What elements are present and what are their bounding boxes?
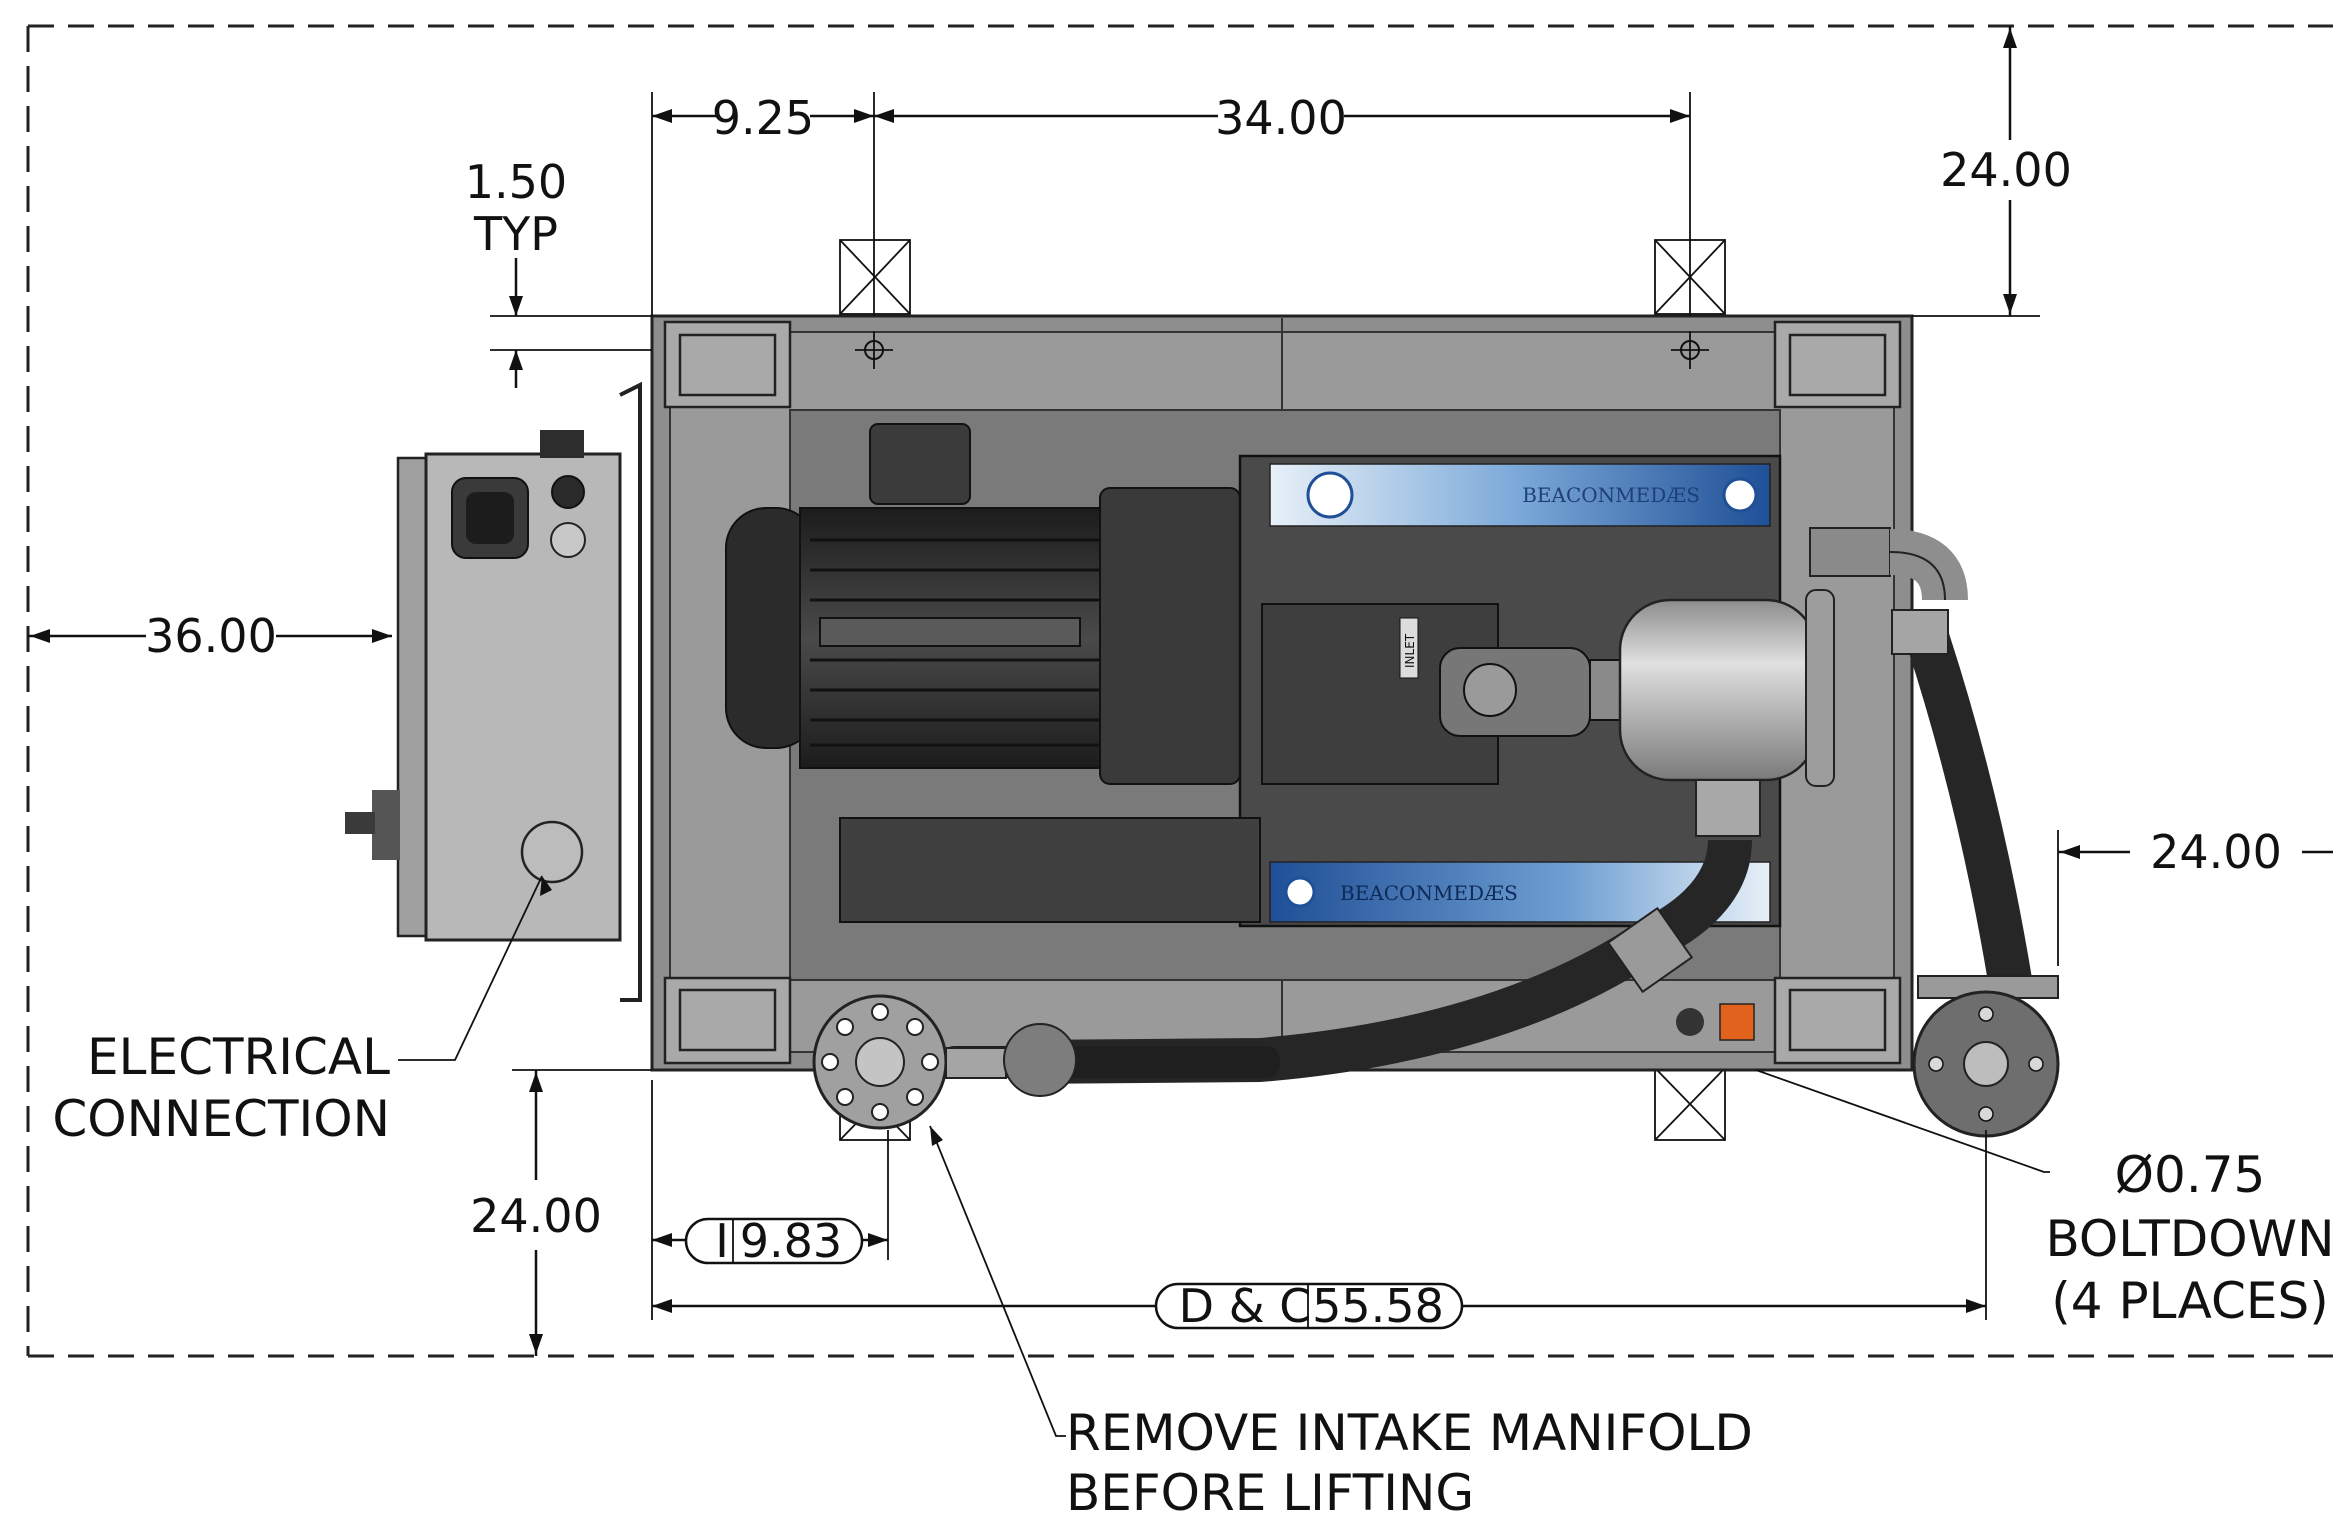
dim-rail-height-note: TYP [473,207,558,261]
callout-electrical-line1: ELECTRICAL [87,1028,390,1086]
dim-inlet-offset-tag: I [715,1214,729,1268]
dim-overall-length: 55.58 [1312,1279,1444,1333]
callout-boltdown-line1: Ø0.75 [2115,1146,2266,1204]
corner-mounts [663,320,1902,1065]
nameplate-brand-top: BEACONMEDÆS [1522,483,1700,507]
dim-top-left-offset: 9.25 [712,91,814,145]
callout-electrical-line2: CONNECTION [52,1090,390,1148]
callout-manifold-line1: REMOVE INTAKE MANIFOLD [1066,1404,1753,1462]
dim-rail-height: 1.50 [465,155,567,209]
vacuum-pump: BEACONMEDÆS BEACONMEDÆS INLET [839,454,1782,928]
dim-overall-length-tag: D & C [1179,1279,1312,1333]
callout-boltdown-line2: BOLTDOWN [2046,1210,2333,1268]
nameplate-brand-bottom: BEACONMEDÆS [1340,881,1518,905]
dim-inlet-offset: 9.83 [740,1214,842,1268]
callout-manifold-line2: BEFORE LIFTING [1066,1464,1474,1518]
dim-right-clearance: 24.00 [2150,825,2282,879]
callout-leaders [398,875,2050,1437]
inlet-filter [1589,589,1835,837]
exhaust-flange [1676,975,2060,1138]
dimension-lines [28,26,2333,1356]
dim-bottom-clearance: 24.00 [470,1189,602,1243]
dim-top-clearance: 24.00 [1940,143,2072,197]
dim-left-clearance: 36.00 [145,609,277,663]
hoses-and-piping [940,527,2032,1084]
motor [725,423,1241,785]
electrical-cabinet [345,381,642,1002]
dim-top-span: 34.00 [1215,91,1347,145]
inlet-label: INLET [1403,633,1417,668]
intake-manifold-flange [812,994,1077,1130]
callout-boltdown-line3: (4 PLACES) [2051,1272,2328,1330]
clearance-envelope [26,24,2333,1358]
